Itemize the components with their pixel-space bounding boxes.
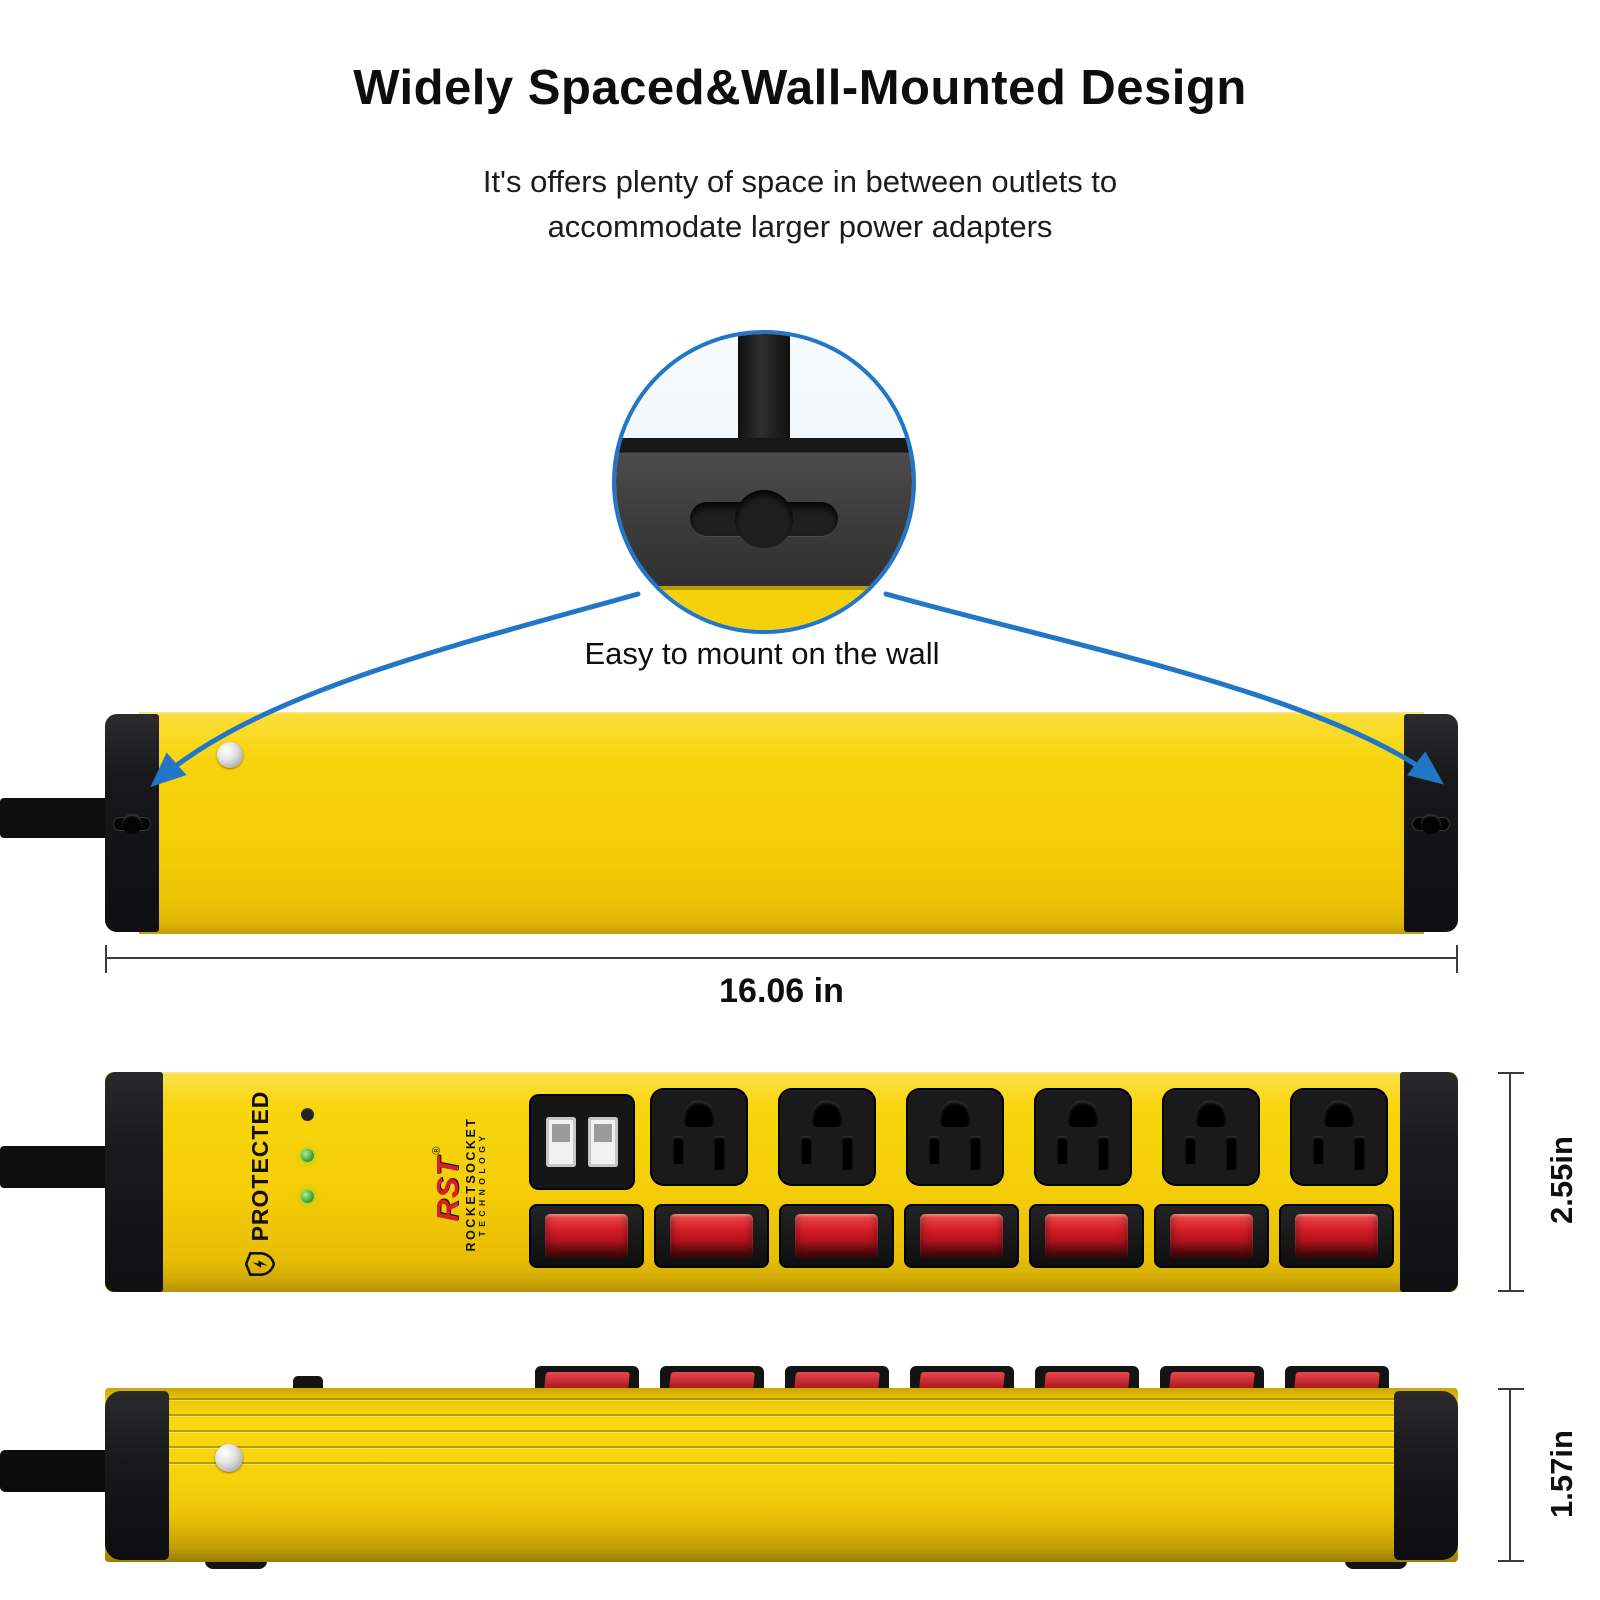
screw-shaft: [738, 334, 790, 446]
usb-port-icon: [546, 1117, 576, 1167]
indicator-leds: [301, 1108, 314, 1203]
length-dimension: 16.06 in: [105, 944, 1458, 1014]
outlet-ground-hole: [1324, 1100, 1354, 1127]
rocker-switch-icon: [1279, 1204, 1394, 1268]
end-cap-right: [1400, 1072, 1458, 1292]
rocker-switch-icon: [904, 1204, 1019, 1268]
usb-module: [529, 1094, 635, 1190]
usb-ports: [546, 1117, 618, 1167]
rocker: [1045, 1214, 1128, 1258]
rocker-switch-icon: [1029, 1204, 1144, 1268]
brand-logo: RST ® ROCKETSOCKET TECHNOLOGY: [430, 1079, 487, 1289]
keyhole-hole-icon: [735, 490, 793, 548]
brand-wordmark: RST ®: [430, 1146, 465, 1222]
back-view: [0, 712, 1458, 934]
mount-tab: [293, 1376, 323, 1390]
outlet-slot: [1313, 1136, 1324, 1164]
top-view: PROTECTED RST ® ROCKETSOCKET TECHNOLOGY: [0, 1072, 1458, 1292]
outlet-slot: [1226, 1136, 1237, 1170]
outlet-icon: [1034, 1088, 1132, 1186]
depth-label: 1.57in: [1544, 1430, 1579, 1518]
page-title: Widely Spaced&Wall-Mounted Design: [353, 61, 1247, 115]
outlet-ground-hole: [684, 1100, 714, 1127]
switch-row: [529, 1204, 1394, 1268]
brand-name: RST: [430, 1156, 465, 1222]
length-label: 16.06 in: [719, 972, 844, 1010]
shield-icon: [245, 1252, 275, 1277]
subtitle: It's offers plenty of space in between o…: [0, 160, 1600, 250]
mount-callout-label: Easy to mount on the wall: [584, 636, 940, 671]
end-cap-right: [1404, 714, 1458, 932]
end-cap-left: [105, 1391, 169, 1560]
height-label: 2.55in: [1544, 1136, 1579, 1224]
protected-badge: PROTECTED: [238, 1089, 282, 1279]
keyhole-icon: [1413, 818, 1449, 830]
rocker: [545, 1214, 628, 1258]
end-cap-left: [105, 1072, 163, 1292]
outlet-slot: [714, 1136, 725, 1170]
outlet-icon: [1290, 1088, 1388, 1186]
screw-icon: [217, 742, 243, 768]
outlet-icon: [906, 1088, 1004, 1186]
led-indicator: [301, 1190, 314, 1203]
outlet-slot: [929, 1136, 940, 1164]
strip-body-edge: [616, 586, 912, 630]
outlet-slot: [673, 1136, 684, 1164]
side-view: [0, 1366, 1458, 1569]
outlet-slot: [1098, 1136, 1109, 1170]
brand-line2: TECHNOLOGY: [476, 1131, 487, 1237]
keyhole-icon: [114, 818, 150, 830]
registered-mark: ®: [431, 1146, 443, 1155]
outlet-ground-hole: [940, 1100, 970, 1127]
screw-icon: [215, 1444, 243, 1472]
mount-detail-circle: [612, 330, 916, 634]
protected-label: PROTECTED: [246, 1090, 273, 1242]
outlet-icon: [1162, 1088, 1260, 1186]
dimension-line: [105, 945, 1458, 973]
outlet-slot: [801, 1136, 812, 1164]
rocker: [1170, 1214, 1253, 1258]
rocker-switch-icon: [529, 1204, 644, 1268]
rocker: [1295, 1214, 1378, 1258]
rocker: [795, 1214, 878, 1258]
outlet-slot: [1185, 1136, 1196, 1164]
strip-body-side: [105, 1388, 1458, 1562]
usb-port-icon: [588, 1117, 618, 1167]
outlet-ground-hole: [1068, 1100, 1098, 1127]
outlet-slot: [1057, 1136, 1068, 1164]
outlet-row: [650, 1088, 1388, 1186]
rocker-switch-icon: [1154, 1204, 1269, 1268]
height-dimension: [1498, 1072, 1524, 1292]
outlet-slot: [970, 1136, 981, 1170]
strip-body-back: [139, 712, 1424, 934]
led-indicator: [301, 1108, 314, 1121]
subtitle-line2: accommodate larger power adapters: [547, 208, 1053, 244]
depth-dimension: [1498, 1388, 1524, 1562]
subtitle-line1: It's offers plenty of space in between o…: [482, 164, 1118, 199]
end-cap-left: [105, 714, 159, 932]
rocker-switch-icon: [654, 1204, 769, 1268]
outlet-icon: [650, 1088, 748, 1186]
outlet-icon: [778, 1088, 876, 1186]
led-indicator: [301, 1149, 314, 1162]
rocker-switch-icon: [779, 1204, 894, 1268]
outlet-ground-hole: [812, 1100, 842, 1127]
outlet-slot: [1354, 1136, 1365, 1170]
outlet-slot: [842, 1136, 853, 1170]
outlet-ground-hole: [1196, 1100, 1226, 1127]
rocker: [920, 1214, 1003, 1258]
rocker: [670, 1214, 753, 1258]
brand-line1: ROCKETSOCKET: [463, 1116, 478, 1252]
end-cap-right: [1394, 1391, 1458, 1560]
